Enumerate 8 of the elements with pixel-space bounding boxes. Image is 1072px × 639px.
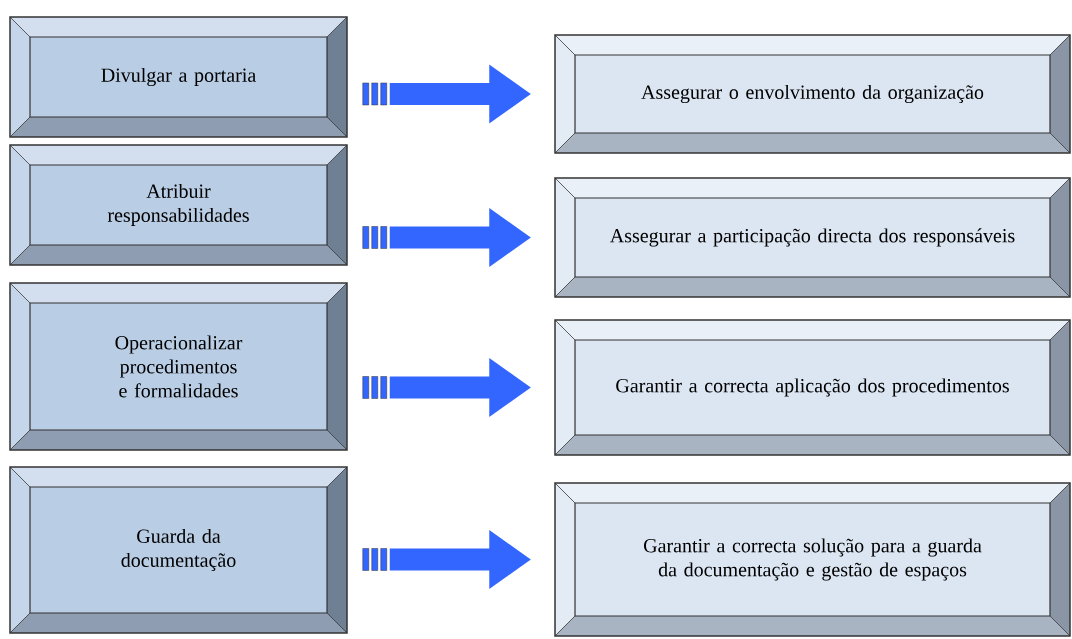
bevel-box: Atribuir responsabilidades	[9, 144, 348, 266]
bevel-box: Assegurar a participação directa dos responsáveis	[554, 177, 1071, 298]
bevel-box: Garantir a correcta solução para a guarda da documentação e gestão de espaços	[554, 482, 1071, 637]
bevel-box: Guarda da documentação	[9, 466, 348, 634]
bevel-box: Garantir a correcta aplicação dos procedimentos	[554, 319, 1071, 456]
bevel-box: Assegurar o envolvimento da organização	[554, 34, 1071, 154]
bevel-box: Operacionalizar procedimentos e formalidades	[9, 282, 348, 451]
bevel-box: Divulgar a portaria	[9, 16, 348, 138]
